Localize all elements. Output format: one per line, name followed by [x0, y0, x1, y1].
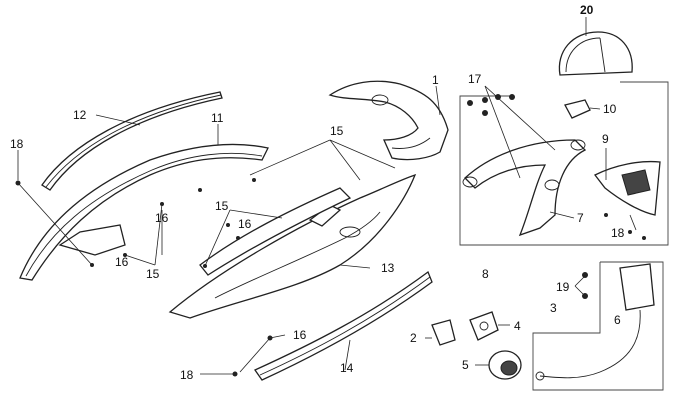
- callout-17: 17: [468, 72, 482, 86]
- callout-19: 19: [556, 280, 570, 294]
- callout-16: 16: [115, 255, 129, 269]
- callout-15: 15: [330, 124, 344, 138]
- callout-15: 15: [146, 267, 160, 281]
- callout-3: 3: [550, 301, 557, 315]
- callout-18: 18: [10, 137, 24, 151]
- callout-2: 2: [410, 331, 417, 345]
- callout-9: 9: [602, 132, 609, 146]
- power-socket: [488, 350, 522, 380]
- callout-5: 5: [462, 358, 469, 372]
- upper-trim-strip: [41, 91, 223, 191]
- callout-15: 15: [215, 199, 229, 213]
- callout-4: 4: [514, 319, 521, 333]
- rear-grab-handle: [328, 80, 449, 161]
- callout-14: 14: [340, 361, 354, 375]
- callout-12: 12: [73, 108, 87, 122]
- cable-assembly: [535, 263, 655, 381]
- right-side-cover: [168, 173, 417, 319]
- callout-16: 16: [238, 217, 252, 231]
- callout-10: 10: [603, 102, 617, 116]
- rear-carrier: [462, 139, 587, 237]
- callout-1: 1: [432, 73, 439, 87]
- callout-13: 13: [381, 261, 395, 275]
- carrier-cap: [564, 99, 591, 119]
- callout-20: 20: [580, 3, 594, 17]
- callout-11: 11: [211, 111, 224, 125]
- small-bracket: [431, 319, 456, 346]
- lower-trim-strip: [254, 270, 433, 381]
- callout-labels: 1 2 3 4 5 6 7 8 9 10 11 12 13 14 15 15 1…: [10, 3, 625, 382]
- backrest-pad: [558, 31, 633, 76]
- group-3-frame: [532, 261, 664, 391]
- callout-18: 18: [180, 368, 194, 382]
- center-panel: [199, 187, 352, 276]
- license-plate-bracket: [594, 160, 661, 216]
- socket-bracket: [469, 311, 499, 341]
- callout-16: 16: [293, 328, 307, 342]
- callout-8: 8: [482, 267, 489, 281]
- callout-16: 16: [155, 211, 169, 225]
- group-8-frame: [459, 81, 669, 246]
- callout-6: 6: [614, 313, 621, 327]
- callout-18: 18: [611, 226, 625, 240]
- callout-7: 7: [577, 211, 584, 225]
- leader-lines: [17, 17, 637, 375]
